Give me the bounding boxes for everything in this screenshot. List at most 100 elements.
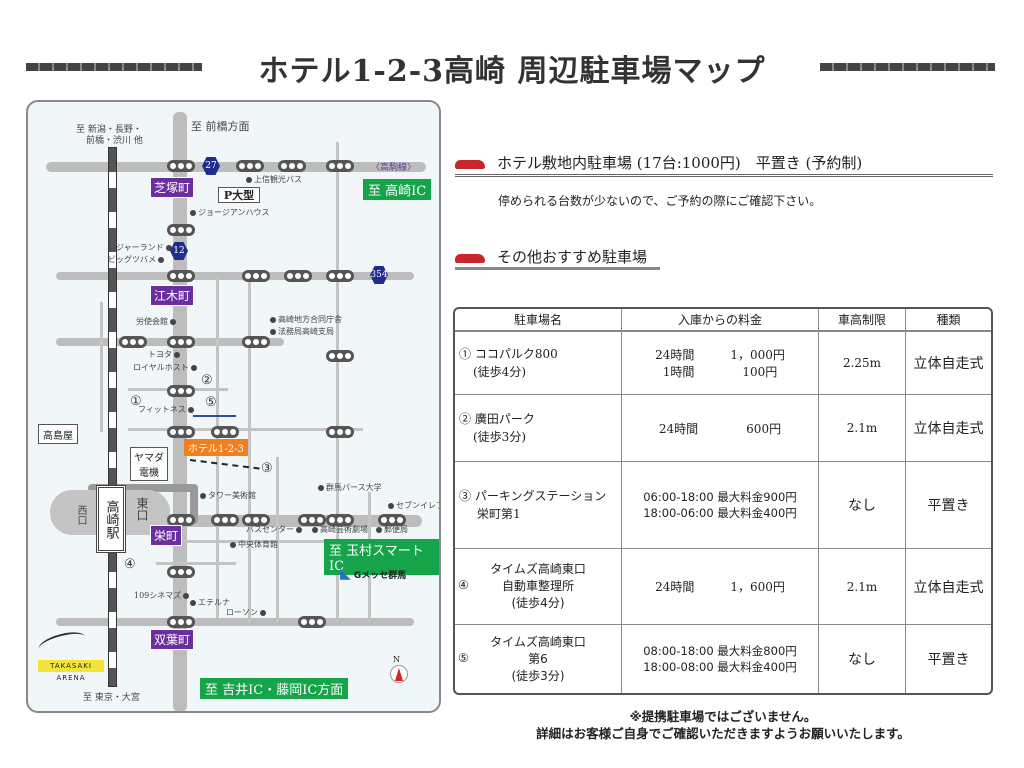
traffic-signal-icon xyxy=(242,270,270,282)
traffic-signal-icon xyxy=(167,224,195,236)
landmark: レジャーランド xyxy=(108,242,174,253)
to-yoshii-fujioka-ic: 至 吉井IC・藤岡IC方面 xyxy=(200,678,349,699)
traffic-signal-icon xyxy=(242,514,270,526)
disclaimer-line1: ※提携駐車場ではございません。 xyxy=(629,709,817,724)
traffic-signal-icon xyxy=(167,160,195,172)
landmark-dot-icon xyxy=(270,329,276,335)
traffic-signal-icon xyxy=(211,514,239,526)
north-label: N xyxy=(393,655,400,664)
direction-tokyo: 至 東京・大宮 xyxy=(83,693,140,703)
landmark-dot-icon xyxy=(260,610,266,616)
col-height: 車高制限 xyxy=(819,309,906,332)
landmark: セブンイレブン xyxy=(386,500,439,511)
col-type: 種類 xyxy=(906,309,991,332)
car-icon xyxy=(455,159,485,169)
route-12-icon: 12 xyxy=(170,242,188,260)
traffic-signal-icon xyxy=(167,514,195,526)
landmark-dot-icon xyxy=(230,542,236,548)
traffic-signal-icon xyxy=(242,336,270,348)
marker-4: ④ xyxy=(124,557,136,572)
landmark-dot-icon xyxy=(190,365,197,371)
traffic-signal-icon xyxy=(236,160,264,172)
landmark-dot-icon xyxy=(296,527,302,533)
west-exit: 西口 xyxy=(75,505,86,525)
hotel-parking-heading: ホテル敷地内駐車場 (17台:1000円) 平置き (予約制) xyxy=(455,152,993,177)
landmark-dot-icon xyxy=(312,527,318,533)
direction-niigata: 至 新潟・長野・ xyxy=(76,125,142,135)
traffic-signal-icon xyxy=(167,566,195,578)
traffic-signal-icon xyxy=(167,616,195,628)
other-parking-heading: その他おすすめ駐車場 xyxy=(455,246,660,270)
col-name: 駐車場名 xyxy=(455,309,622,332)
traffic-signal-icon xyxy=(278,160,306,172)
hotel-parking-note: 停められる台数が少ないので、ご予約の際にご確認下さい。 xyxy=(498,194,822,208)
landmark-dot-icon xyxy=(246,177,252,183)
hotel-label: ホテル1-2-3 xyxy=(184,439,248,456)
landmark: 上信観光バス xyxy=(244,174,302,185)
takasaki-station: 高崎駅 xyxy=(96,485,126,553)
landmark-dot-icon xyxy=(388,503,394,509)
landmark-dot-icon xyxy=(158,257,164,263)
traffic-signal-icon xyxy=(298,514,326,526)
marker-2: ② xyxy=(201,373,213,388)
landmark: 群馬パース大学 xyxy=(316,482,382,493)
landmark-dot-icon xyxy=(200,493,206,499)
traffic-signal-icon xyxy=(211,426,239,438)
town-futabacho: 双葉町 xyxy=(150,629,195,650)
landmark: 法務局高崎支局 xyxy=(268,326,334,337)
landmark: トヨタ xyxy=(148,349,182,360)
landmark: ビッグツバメ xyxy=(108,254,166,265)
page-title: ホテル1-2-3高崎 周辺駐車場マップ xyxy=(258,54,766,89)
compass-icon xyxy=(390,665,408,683)
landmark: バスセンター xyxy=(246,524,304,535)
to-takasaki-ic: 至 高崎IC xyxy=(363,179,432,200)
marker-5: ⑤ xyxy=(205,395,217,410)
landmark: ローソン xyxy=(226,607,268,618)
large-parking-label: P大型 xyxy=(218,187,260,203)
komagome-line: 〈高駒線〉 xyxy=(371,163,417,173)
landmark-dot-icon xyxy=(174,352,180,358)
col-fee: 入庫からの料金 xyxy=(622,309,819,332)
yamada-denki: ヤマダ電機 xyxy=(130,447,168,481)
traffic-signal-icon xyxy=(167,270,195,282)
traffic-signal-icon xyxy=(326,514,354,526)
town-egicho: 江木町 xyxy=(150,285,195,306)
landmark: 高崎芸術劇場 xyxy=(310,524,368,535)
marker-3: ③ xyxy=(261,461,273,476)
landmark-dot-icon xyxy=(170,319,176,325)
traffic-signal-icon xyxy=(167,336,195,348)
takashimaya: 高島屋 xyxy=(38,424,78,444)
landmark-dot-icon xyxy=(187,407,194,413)
traffic-signal-icon xyxy=(326,160,354,172)
traffic-signal-icon xyxy=(284,270,312,282)
traffic-signal-icon xyxy=(167,385,195,397)
arena-swoosh-icon xyxy=(36,628,88,658)
landmark: エテルナ xyxy=(188,597,230,608)
route-354-icon: 354 xyxy=(370,266,388,284)
landmark-dot-icon xyxy=(190,210,196,216)
landmark: 109シネマズ xyxy=(134,590,191,601)
parking-table: 駐車場名入庫からの料金車高制限種類 ① ココパルク800(徒歩4分) 24時間 … xyxy=(453,307,993,695)
takasaki-arena-logo: TAKASAKI ARENA xyxy=(38,660,104,682)
disclaimer-line2: 詳細はお客様ご自身でご確認いただきますようお願いいたします。 xyxy=(536,726,910,741)
to-tamamura-ic: 至 玉村スマートIC xyxy=(324,539,439,575)
traffic-signal-icon xyxy=(326,350,354,362)
landmark: ジョージアンハウス xyxy=(188,207,270,218)
gmesse-logo: ◣ Gメッセ群馬 xyxy=(340,566,407,582)
direction-maebashi-shibukawa: 前橋・渋川 他 xyxy=(86,136,143,146)
area-map: 至 新潟・長野・ 前橋・渋川 他 至 前橋方面 〈高駒線〉 至 高崎IC 至 玉… xyxy=(26,100,441,713)
landmark-dot-icon xyxy=(270,317,276,323)
landmark: タワー美術館 xyxy=(198,490,256,501)
traffic-signal-icon xyxy=(167,426,195,438)
direction-maebashi: 至 前橋方面 xyxy=(191,120,250,133)
route-27-icon: 27 xyxy=(202,157,220,175)
marker-1: ① xyxy=(130,394,142,409)
landmark-dot-icon xyxy=(376,527,382,533)
landmark-dot-icon xyxy=(318,485,324,491)
traffic-signal-icon xyxy=(119,336,147,348)
east-exit: 東口 xyxy=(135,497,149,521)
title-decoration-left xyxy=(26,63,202,71)
